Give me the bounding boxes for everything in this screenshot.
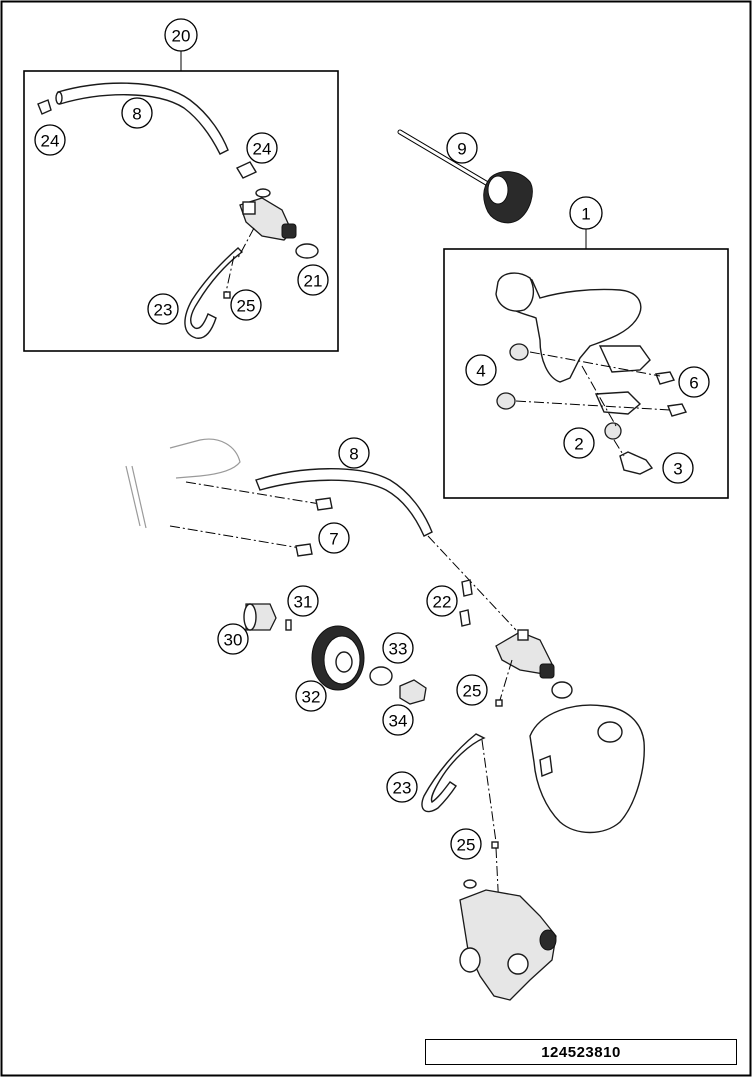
callout-6: 6 [678, 366, 710, 398]
svg-text:24: 24 [253, 140, 272, 159]
svg-text:30: 30 [224, 631, 243, 650]
svg-text:25: 25 [457, 836, 476, 855]
callout-1: 1 [569, 196, 603, 230]
callout-21: 21 [297, 264, 329, 296]
callout-31: 31 [287, 585, 319, 617]
svg-text:21: 21 [304, 272, 323, 291]
svg-text:9: 9 [457, 140, 466, 159]
svg-text:23: 23 [393, 779, 412, 798]
callout-25b: 25 [456, 674, 488, 706]
tank-cap [397, 129, 533, 224]
svg-text:1: 1 [581, 205, 590, 224]
svg-text:25: 25 [237, 297, 256, 316]
callout-30: 30 [217, 623, 249, 655]
svg-text:24: 24 [41, 132, 60, 151]
svg-text:23: 23 [154, 301, 173, 320]
callout-4: 4 [465, 354, 497, 386]
svg-text:4: 4 [476, 362, 485, 381]
callout-9: 9 [446, 132, 478, 164]
svg-text:20: 20 [172, 27, 191, 46]
svg-text:7: 7 [329, 530, 338, 549]
callout-22: 22 [426, 585, 458, 617]
callout-33: 33 [382, 632, 414, 664]
svg-text:25: 25 [463, 682, 482, 701]
callout-20: 20 [164, 18, 198, 52]
callout-24b: 24 [246, 132, 278, 164]
svg-text:3: 3 [673, 460, 682, 479]
fuel-hose-kit [37, 82, 319, 339]
callout-2: 2 [563, 427, 595, 459]
kit-20-box [23, 70, 339, 352]
callout-23a: 23 [147, 293, 179, 325]
callout-23b: 23 [386, 771, 418, 803]
svg-text:34: 34 [389, 712, 408, 731]
svg-text:32: 32 [302, 688, 321, 707]
main-assembly [125, 438, 645, 1001]
svg-text:6: 6 [689, 374, 698, 393]
callout-8b: 8 [338, 437, 370, 469]
callout-25a: 25 [230, 289, 262, 321]
callout-3: 3 [662, 452, 694, 484]
callout-8a: 8 [121, 97, 153, 129]
callout-25c: 25 [450, 828, 482, 860]
svg-text:33: 33 [389, 640, 408, 659]
callout-7: 7 [318, 522, 350, 554]
svg-text:8: 8 [349, 445, 358, 464]
fuel-tank-neck-assembly [495, 272, 688, 475]
callout-34: 34 [382, 704, 414, 736]
drawing-number: 124523810 [425, 1039, 737, 1065]
svg-text:22: 22 [433, 593, 452, 612]
svg-text:31: 31 [294, 593, 313, 612]
svg-text:8: 8 [132, 105, 141, 124]
svg-text:2: 2 [574, 435, 583, 454]
callout-24a: 24 [34, 124, 66, 156]
callout-32: 32 [295, 680, 327, 712]
